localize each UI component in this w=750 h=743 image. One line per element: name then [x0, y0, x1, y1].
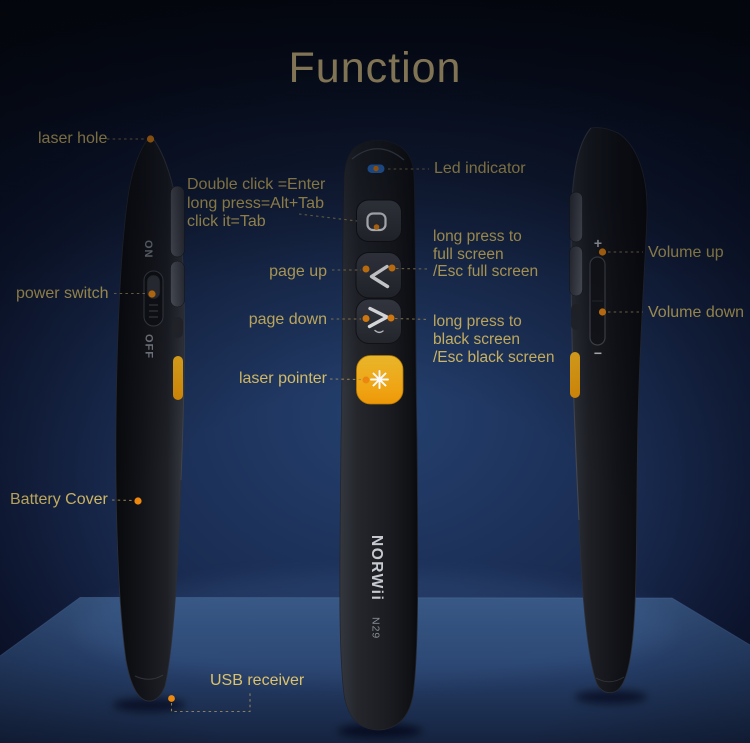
label-black-screen-line3: /Esc black screen: [433, 349, 555, 366]
device-shadows: [113, 690, 647, 738]
left-device-bottom-highlight: [134, 674, 164, 680]
dot-volume-down: [598, 308, 607, 316]
leader-dots: [134, 135, 607, 702]
right-side-button-upper: [569, 191, 583, 243]
label-laser-hole: laser hole: [38, 130, 108, 147]
power-off-text: OFF: [143, 334, 155, 359]
page-up-chevron-icon: [369, 264, 390, 289]
dot-page-up-left: [362, 265, 370, 273]
laser-star-icon: [370, 370, 389, 389]
label-led-indicator: Led indicator: [434, 160, 526, 177]
label-power-switch: power switch: [16, 285, 109, 302]
dot-laser-hole: [146, 135, 155, 143]
right-laser-button-edge: [570, 352, 580, 398]
label-battery-cover: Battery Cover: [10, 491, 108, 508]
model-text: N29: [370, 617, 382, 639]
dot-page-down-left: [362, 315, 370, 322]
tab-button-icon: [366, 212, 387, 232]
power-switch: [143, 270, 164, 327]
brand-text: NORWii: [368, 535, 385, 601]
left-side-button-small: [172, 317, 183, 338]
dot-laser-pointer: [362, 376, 370, 384]
right-side-button-small: [571, 304, 581, 330]
label-double-click-line3: click it=Tab: [187, 213, 266, 230]
shadow-right-device: [575, 690, 647, 704]
label-volume-up: Volume up: [648, 244, 724, 261]
dot-volume-up: [598, 248, 607, 256]
label-page-up: page up: [269, 263, 327, 280]
label-black-screen-line1: long press to: [433, 313, 522, 330]
left-side-button-lower: [170, 260, 185, 308]
label-full-screen-line3: /Esc full screen: [433, 263, 539, 280]
leader-usb-receiver: [170, 692, 251, 713]
label-full-screen-block: long press to full screen /Esc full scre…: [433, 228, 538, 281]
left-laser-button-edge: [173, 356, 183, 400]
right-device-bottom-highlight: [595, 676, 625, 683]
label-double-click-line2: long press=Alt+Tab: [187, 194, 324, 212]
page-up-button: [355, 252, 402, 299]
shadow-left-device: [113, 698, 185, 712]
front-device: NORWii N29: [339, 139, 419, 731]
right-side-button-lower: [569, 245, 583, 297]
dot-battery-cover: [134, 497, 142, 505]
dot-page-up-right: [388, 264, 396, 272]
led-orange-dot: [373, 165, 379, 172]
dot-page-down-right: [387, 314, 395, 322]
leader-battery-cover: [111, 499, 134, 502]
power-on-text: ON: [142, 240, 154, 259]
label-usb-receiver: USB receiver: [210, 672, 305, 689]
page-title: Function: [288, 44, 462, 92]
left-side-device: ON OFF: [115, 135, 185, 702]
label-double-click-line1: Double click =Enter: [187, 176, 326, 193]
volume-plus-text: +: [594, 235, 602, 251]
label-double-click-block: Double click =Enter long press=Alt+Tab c…: [187, 176, 325, 232]
dot-usb-receiver: [168, 695, 175, 702]
label-black-screen-block: long press to black screen /Esc black sc…: [433, 313, 554, 367]
label-volume-down: Volume down: [648, 304, 745, 321]
volume-minus-text: −: [594, 345, 602, 361]
tab-button: [356, 199, 402, 242]
page-down-chevron-icon: [367, 306, 389, 329]
page-down-tail-mark: [374, 329, 384, 334]
label-full-screen-line1: long press to: [433, 228, 522, 245]
label-page-down: page down: [248, 311, 327, 328]
led-indicator-light: [367, 164, 385, 173]
shadow-front-device: [338, 724, 422, 738]
dot-power-switch: [148, 290, 156, 298]
leader-tab-button: [298, 213, 358, 222]
left-side-button-upper: [170, 185, 185, 258]
label-laser-pointer: laser pointer: [238, 370, 327, 387]
label-black-screen-line2: black screen: [433, 331, 521, 348]
leader-lines: [107, 138, 643, 713]
label-full-screen-line2: full screen: [433, 245, 504, 263]
front-device-top-rim: [351, 148, 405, 161]
right-side-device: + −: [569, 127, 648, 694]
